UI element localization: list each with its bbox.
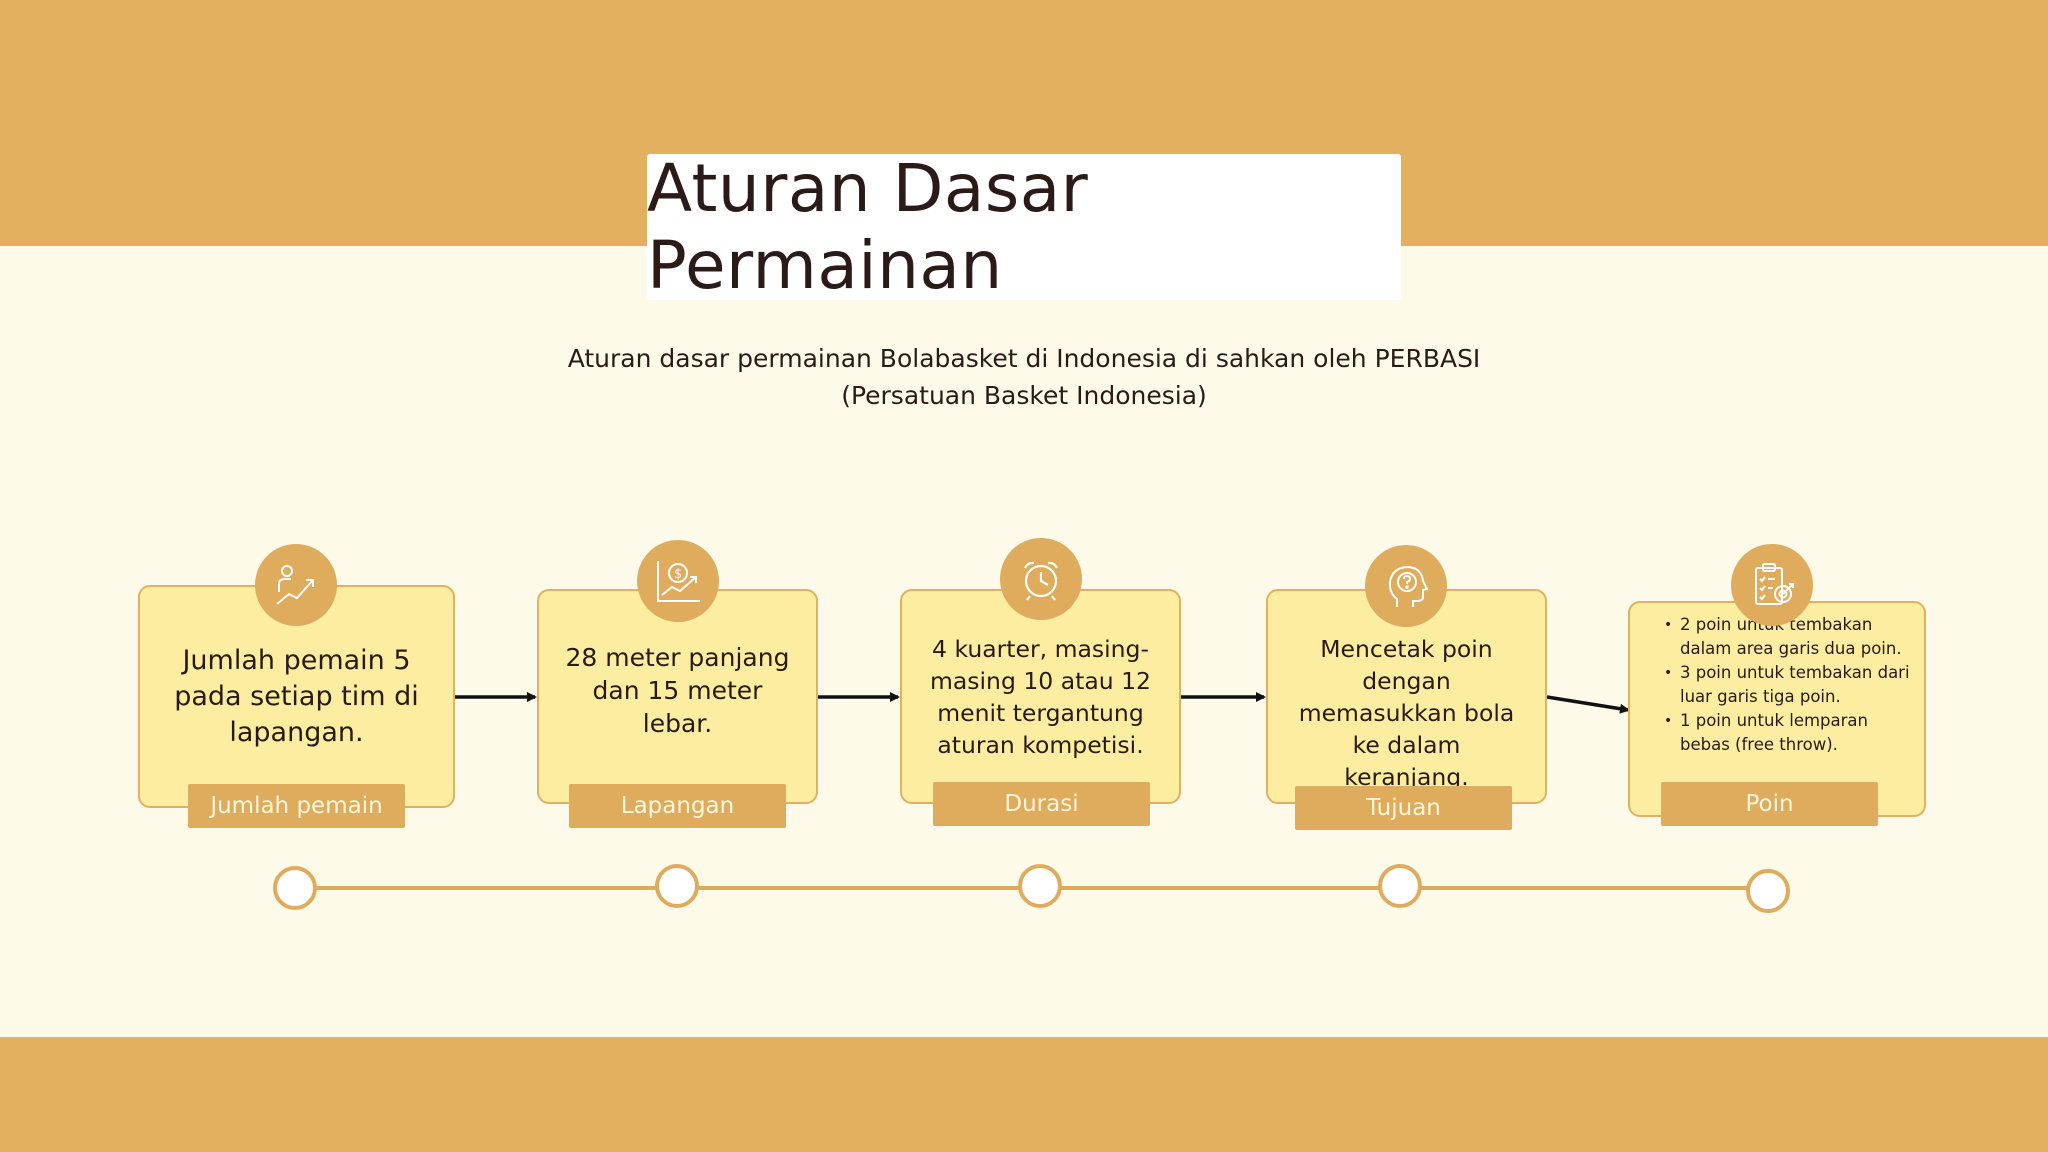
timeline-node-2	[655, 864, 699, 908]
step-label: Tujuan	[1295, 786, 1512, 830]
step-label: Jumlah pemain	[188, 784, 405, 828]
timeline-node-1	[273, 866, 317, 910]
step-label: Durasi	[933, 782, 1150, 826]
money-chart-icon: $	[637, 540, 719, 622]
step-label: Poin	[1661, 782, 1878, 826]
person-growth-icon	[255, 544, 337, 626]
title-box: Aturan Dasar Permainan	[647, 150, 1401, 304]
arrow-4	[1546, 695, 1630, 714]
bottom-band	[0, 1037, 2048, 1152]
head-question-icon	[1365, 545, 1447, 627]
bullet-item: 1 poin untuk lemparan bebas (free throw)…	[1664, 709, 1910, 757]
svg-text:$: $	[674, 567, 682, 582]
step-card-lapangan: 28 meter panjang dan 15 meter lebar.	[537, 589, 818, 804]
step-label: Lapangan	[569, 784, 786, 828]
timeline-node-5	[1746, 869, 1790, 913]
alarm-clock-icon	[1000, 538, 1082, 620]
bullet-item: 3 poin untuk tembakan dari luar garis ti…	[1664, 661, 1910, 709]
poin-bullet-list: 2 poin untuk tembakan dalam area garis d…	[1664, 613, 1910, 757]
page-title: Aturan Dasar Permainan	[647, 150, 1089, 304]
step-text: 28 meter panjang dan 15 meter lebar.	[565, 643, 790, 738]
step-text: Mencetak poin dengan memasukkan bola ke …	[1298, 635, 1515, 791]
step-text: Jumlah pemain 5 pada setiap tim di lapan…	[174, 645, 419, 748]
step-text: 4 kuarter, masing-masing 10 atau 12 meni…	[929, 635, 1151, 759]
page-subtitle: Aturan dasar permainan Bolabasket di Ind…	[567, 344, 1481, 410]
timeline-node-3	[1018, 864, 1062, 908]
step-card-durasi: 4 kuarter, masing-masing 10 atau 12 meni…	[900, 589, 1181, 804]
timeline-node-4	[1378, 864, 1422, 908]
clipboard-target-icon	[1731, 544, 1813, 626]
